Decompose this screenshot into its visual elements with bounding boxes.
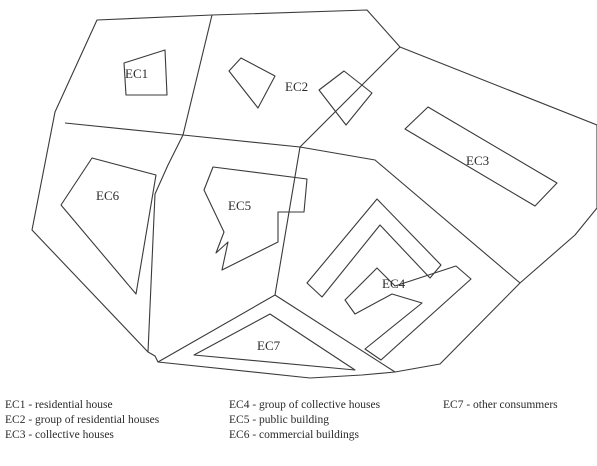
- building-ec1: [123, 49, 168, 96]
- zone-label-ec7: EC7: [257, 338, 281, 353]
- boundary-ec1-ec2: [182, 14, 213, 136]
- zone-label-ec6: EC6: [96, 188, 120, 203]
- boundary-top-row: [64, 46, 401, 148]
- building-ec5: [203, 166, 308, 271]
- building-ec3: [404, 106, 558, 207]
- zone-label-ec4: EC4: [382, 276, 406, 291]
- boundary-ec5-ec6: [147, 134, 184, 353]
- legend-item-ec2: EC2 - group of residential houses: [5, 414, 160, 426]
- zone-label-ec1: EC1: [125, 66, 148, 81]
- boundary-ec3-lower: [299, 146, 521, 284]
- legend-column-2: EC4 - group of collective houses EC5 - p…: [229, 398, 380, 443]
- legend-item-ec6: EC6 - commercial buildings: [229, 429, 359, 441]
- plot-boundaries: [64, 14, 521, 373]
- buildings: [60, 49, 558, 371]
- boundary-ec7-top: [157, 294, 396, 373]
- boundary-ec5-ec4: [274, 146, 301, 296]
- zone-label-ec2: EC2: [285, 79, 308, 94]
- urban-zoning-diagram: EC1 EC2 EC3 EC4 EC5 EC6 EC7: [31, 9, 597, 379]
- zone-label-ec5: EC5: [228, 198, 251, 213]
- block-outline: [31, 9, 597, 379]
- legend-item-ec3: EC3 - collective houses: [5, 429, 114, 441]
- building-ec7: [193, 313, 356, 371]
- legend-column-1: EC1 - residential house EC2 - group of r…: [5, 398, 159, 443]
- zone-labels: EC1 EC2 EC3 EC4 EC5 EC6 EC7: [96, 66, 489, 353]
- building-ec2-right: [318, 70, 373, 126]
- zone-label-ec3: EC3: [466, 153, 489, 168]
- building-ec2-left: [228, 57, 276, 109]
- legend-item-ec5: EC5 - public building: [229, 414, 329, 426]
- building-ec6: [60, 157, 157, 295]
- legend-column-3: EC7 - other consummers: [443, 398, 558, 413]
- legend-item-ec1: EC1 - residential house: [5, 399, 113, 411]
- building-ec4-inner-hook: [344, 265, 472, 361]
- legend-item-ec7: EC7 - other consummers: [443, 399, 558, 411]
- legend-item-ec4: EC4 - group of collective houses: [229, 399, 381, 411]
- building-ec4-outer-hook: [306, 198, 442, 298]
